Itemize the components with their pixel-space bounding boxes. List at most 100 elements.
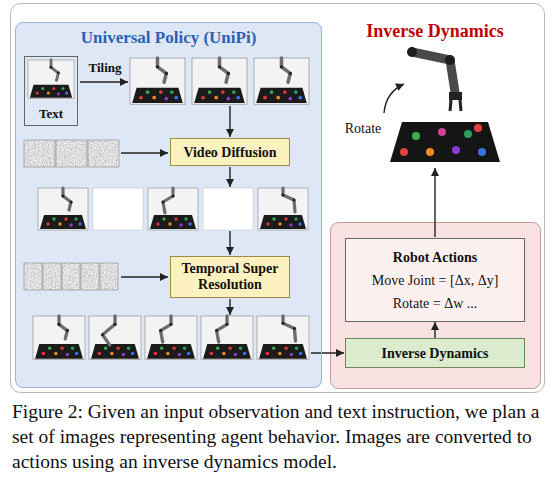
noise-frames [43, 263, 61, 290]
robot-illustration [445, 55, 455, 65]
keyframes [38, 188, 308, 230]
tiled-frames [254, 58, 309, 104]
keyframes [258, 188, 308, 230]
flow-arrows [311, 352, 344, 353]
output-frames [89, 316, 141, 360]
keyframes [62, 188, 73, 210]
robot-illustration [412, 132, 420, 140]
noise-frames [100, 263, 118, 290]
tiled-frames [192, 58, 247, 104]
flow-arrows [121, 276, 168, 277]
output-frames [215, 316, 229, 342]
keyframes [148, 188, 198, 230]
output-frames [201, 316, 253, 360]
keyframes [258, 188, 308, 230]
robot-illustration [449, 92, 462, 100]
tiled-frames [218, 58, 230, 82]
flow-arrows [121, 152, 168, 153]
figure-frame [11, 4, 545, 393]
flow-arrows [80, 81, 128, 82]
process-box: Temporal Super Resolution [170, 256, 290, 298]
tiled-frames [130, 58, 185, 104]
process-box: Video Diffusion [170, 138, 290, 166]
observation-image [28, 60, 74, 99]
output-frames [257, 316, 309, 360]
output-frames [33, 316, 85, 360]
tiled-frames [130, 58, 309, 104]
noise-frames [24, 140, 119, 167]
robot-illustration [412, 52, 455, 92]
noise-frames [24, 263, 118, 290]
image-box: Text [24, 56, 78, 126]
robot-illustration [407, 47, 417, 57]
box-text: Move Joint = [Δx, Δy] [372, 272, 499, 289]
robot-illustration [464, 130, 472, 138]
box-heading: Video Diffusion [183, 144, 276, 161]
panel: Universal Policy (UniPi)TextVideo Diffus… [15, 22, 322, 388]
actions-box: Robot ActionsMove Joint = [Δx, Δy] Rotate… [345, 238, 525, 322]
model-box: Inverse Dynamics [345, 338, 525, 368]
noise-frames [81, 263, 99, 290]
section-title: Inverse Dynamics [345, 20, 525, 42]
robot-illustration [474, 124, 482, 132]
output-frames [57, 316, 68, 339]
box-heading: Inverse Dynamics [382, 345, 489, 362]
flow-arrows [434, 168, 435, 237]
tiled-frames [192, 58, 247, 104]
tiled-frames [280, 58, 292, 82]
figure-caption: Figure 2: Given an input observation and… [12, 399, 544, 474]
keyframes [282, 188, 296, 212]
output-frames [89, 316, 141, 360]
flow-arrows [229, 167, 230, 187]
output-frames [101, 316, 117, 345]
noise-frames [56, 140, 87, 167]
noise-frames [43, 263, 61, 290]
noise-frames [24, 263, 42, 290]
keyframes [38, 188, 88, 230]
output-frames [201, 316, 253, 360]
keyframes [38, 188, 88, 230]
robot-illustration [460, 100, 461, 111]
noise-frames [56, 140, 87, 167]
robot-illustration [478, 148, 486, 156]
tiled-frames [156, 58, 168, 82]
noise-frames [24, 140, 55, 167]
box-text: Rotate = Δw ... [393, 295, 478, 312]
motion-label: Rotate [340, 120, 386, 137]
robot-illustration [426, 148, 434, 156]
robot-illustration [450, 100, 451, 111]
flow-arrows [384, 84, 404, 113]
output-frames [281, 316, 296, 341]
keyframes [162, 188, 175, 213]
noise-frames [88, 140, 119, 167]
noise-frames [81, 263, 99, 290]
keyframes [203, 188, 253, 230]
output-frames [145, 316, 197, 360]
observation-image [28, 60, 74, 99]
box-heading: Text [39, 106, 63, 122]
observation-image [50, 60, 60, 80]
output-frames [159, 316, 173, 342]
keyframes [148, 188, 198, 230]
noise-frames [88, 140, 119, 167]
noise-frames [24, 263, 42, 290]
box-heading: Temporal Super Resolution [175, 261, 285, 293]
tiled-frames [130, 58, 185, 104]
robot-illustration [452, 146, 460, 154]
noise-frames [62, 263, 80, 290]
output-frames [33, 316, 309, 360]
noise-frames [62, 263, 80, 290]
output-frames [257, 316, 309, 360]
output-frames [145, 316, 197, 360]
observation-image [28, 60, 74, 99]
robot-illustration [400, 148, 408, 156]
output-frames [33, 316, 85, 360]
noise-frames [100, 263, 118, 290]
box-heading: Robot Actions [393, 249, 477, 266]
robot-illustration [390, 122, 500, 162]
panel-fill [15, 22, 322, 388]
keyframes [93, 188, 143, 230]
panel-fill [331, 223, 541, 389]
